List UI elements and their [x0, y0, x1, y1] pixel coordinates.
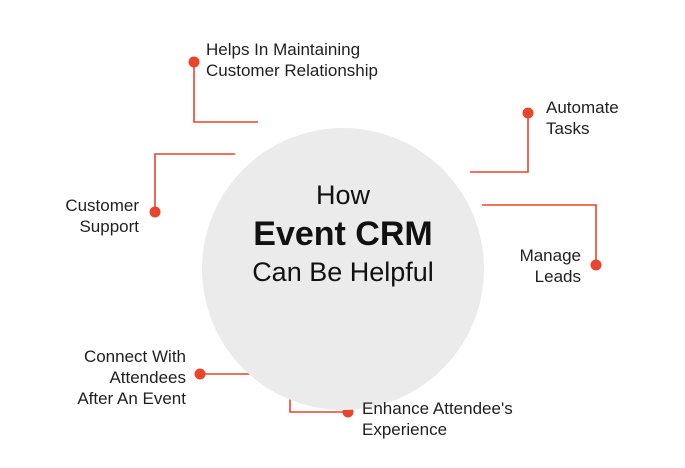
- benefit-label-line: Connect With: [83, 347, 186, 366]
- benefit-label-line: Experience: [362, 420, 448, 439]
- connector-leads: [482, 204, 602, 271]
- benefit-label-line: Customer Relationship: [206, 61, 378, 80]
- connector-dot-automate: [522, 107, 534, 119]
- benefit-label-line: Automate: [546, 98, 619, 117]
- connector-line-support: [154, 153, 235, 212]
- connector-dot-maintain: [188, 56, 200, 68]
- benefit-label-line: Manage: [519, 246, 581, 265]
- center-title-main: Event CRM: [253, 215, 433, 253]
- connector-dot-leads: [590, 259, 602, 271]
- center-title-line1: How: [315, 180, 370, 210]
- benefit-label-leads: Manage Leads: [520, 245, 581, 287]
- connector-dot-connect: [194, 368, 206, 380]
- benefit-label-maintain: Helps In Maintaining Customer Relationsh…: [206, 39, 378, 81]
- benefit-label-automate: Automate Tasks: [546, 97, 619, 139]
- connector-dot-support: [149, 206, 161, 218]
- center-title-line3: Can Be Helpful: [252, 257, 434, 287]
- connector-line-leads: [482, 204, 597, 265]
- benefit-label-line: Tasks: [546, 119, 590, 138]
- benefit-label-line: Support: [79, 217, 139, 236]
- benefit-label-line: After An Event: [77, 389, 186, 408]
- benefit-label-line: Leads: [534, 267, 581, 286]
- benefit-label-connect: Connect With Attendees After An Event: [77, 346, 186, 409]
- connector-support: [149, 153, 235, 218]
- connector-maintain: [188, 56, 258, 123]
- benefit-label-line: Customer: [65, 196, 139, 215]
- connector-automate: [470, 107, 534, 173]
- benefit-label-support: Customer Support: [65, 195, 139, 237]
- benefit-label-line: Enhance Attendee's: [362, 399, 513, 418]
- connector-line-maintain: [193, 62, 258, 123]
- connector-line-automate: [470, 113, 529, 173]
- benefit-label-line: Attendees: [109, 368, 186, 387]
- center-circle: [202, 128, 484, 410]
- benefit-label-enhance: Enhance Attendee's Experience: [362, 398, 513, 440]
- benefit-label-line: Helps In Maintaining: [206, 40, 361, 59]
